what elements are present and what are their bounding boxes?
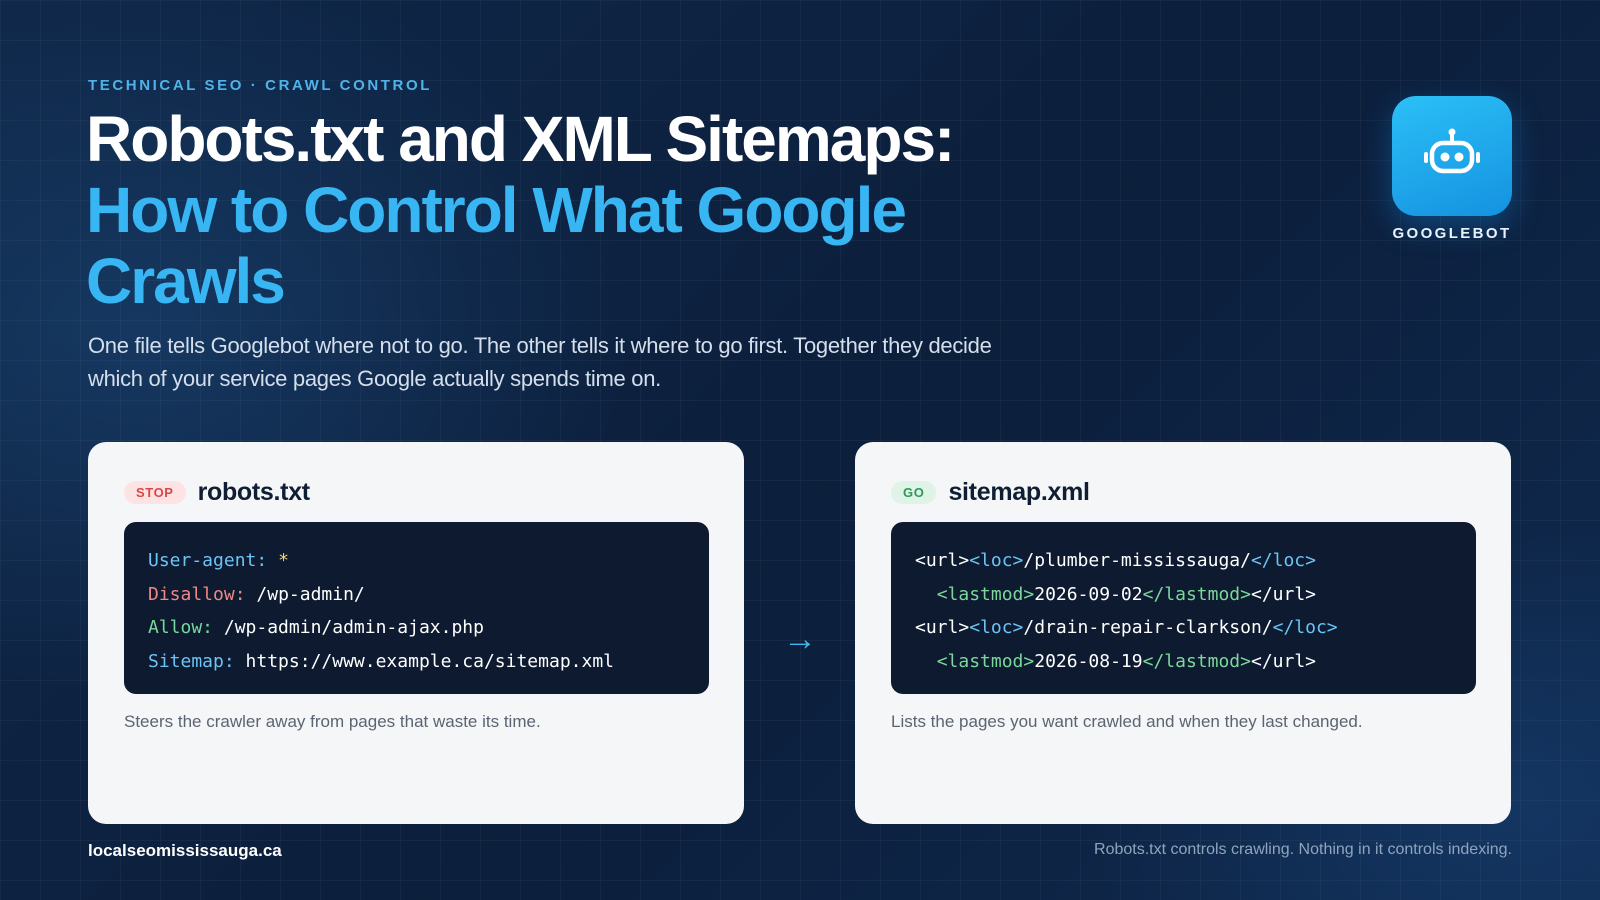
code-line: Sitemap: https://www.example.ca/sitemap.… xyxy=(148,645,685,679)
sitemap-card: GO sitemap.xml <url><loc>/plumber-missis… xyxy=(855,442,1511,824)
robots-code-block: User-agent: *Disallow: /wp-admin/Allow: … xyxy=(124,522,709,694)
code-line: Allow: /wp-admin/admin-ajax.php xyxy=(148,611,685,645)
robots-card-title: robots.txt xyxy=(197,477,311,506)
stop-pill: STOP xyxy=(124,480,186,504)
code-tag: <lastmod> xyxy=(936,650,1035,672)
code-key: Allow: xyxy=(148,617,214,638)
robot-icon xyxy=(1424,128,1480,174)
code-tag: </loc> xyxy=(1272,617,1338,638)
footer-site: localseomississauga.ca xyxy=(88,841,282,860)
eyebrow-label: TECHNICAL SEO · CRAWL CONTROL xyxy=(88,77,433,94)
go-pill: GO xyxy=(891,480,937,504)
code-value: 2026-09-02 xyxy=(1034,583,1143,605)
code-tag: <loc> xyxy=(969,550,1024,571)
code-value: 2026-08-19 xyxy=(1034,650,1143,672)
code-value: /wp-admin/admin-ajax.php xyxy=(223,617,484,638)
code-tag: </url> xyxy=(1250,650,1317,672)
code-value: * xyxy=(278,550,289,571)
code-line: User-agent: * xyxy=(148,544,685,578)
title-line-1: Robots.txt and XML Sitemaps: xyxy=(86,103,955,175)
subtitle: One file tells Googlebot where not to go… xyxy=(88,333,992,391)
code-line: <url><loc>/plumber-mississauga/</loc> xyxy=(915,544,1452,578)
code-line: <url><loc>/drain-repair-clarkson/</loc> xyxy=(915,611,1452,645)
robots-card-description: Steers the crawler away from pages that … xyxy=(124,712,541,731)
code-line: <lastmod>2026-09-02</lastmod></url> xyxy=(915,578,1452,612)
sitemap-card-description: Lists the pages you want crawled and whe… xyxy=(891,712,1363,731)
robots-card: STOP robots.txt User-agent: *Disallow: /… xyxy=(88,442,744,824)
arrow-icon: → xyxy=(783,620,817,658)
code-value: /drain-repair-clarkson/ xyxy=(1023,617,1273,638)
code-key: Disallow: xyxy=(148,583,246,605)
sitemap-card-header: GO sitemap.xml xyxy=(891,474,1090,510)
robots-card-header: STOP robots.txt xyxy=(124,474,310,510)
code-tag: <loc> xyxy=(969,617,1024,638)
code-key: Sitemap: xyxy=(148,650,235,672)
code-tag: </lastmod> xyxy=(1142,583,1251,605)
code-key: User-agent: xyxy=(148,550,268,571)
code-tag: <lastmod> xyxy=(936,583,1035,605)
code-tag: </url> xyxy=(1250,583,1317,605)
code-value: /wp-admin/ xyxy=(256,583,365,605)
code-value: /plumber-mississauga/ xyxy=(1023,550,1251,571)
code-value: https://www.example.ca/sitemap.xml xyxy=(245,650,615,672)
sitemap-card-title: sitemap.xml xyxy=(948,477,1090,506)
code-tag: </lastmod> xyxy=(1142,650,1251,672)
sitemap-code-block: <url><loc>/plumber-mississauga/</loc> <l… xyxy=(891,522,1476,694)
googlebot-badge xyxy=(1392,96,1512,216)
googlebot-label: GOOGLEBOT xyxy=(1392,225,1512,242)
code-line: Disallow: /wp-admin/ xyxy=(148,578,685,612)
page-title: Robots.txt and XML Sitemaps: How to Cont… xyxy=(86,104,1086,317)
title-line-2: How to Control What Google Crawls xyxy=(86,174,907,317)
code-tag: <url> xyxy=(915,617,970,638)
code-line: <lastmod>2026-08-19</lastmod></url> xyxy=(915,645,1452,679)
code-tag: <url> xyxy=(915,550,970,571)
code-tag: </loc> xyxy=(1250,550,1316,571)
footer-note: Robots.txt controls crawling. Nothing in… xyxy=(1094,841,1512,858)
